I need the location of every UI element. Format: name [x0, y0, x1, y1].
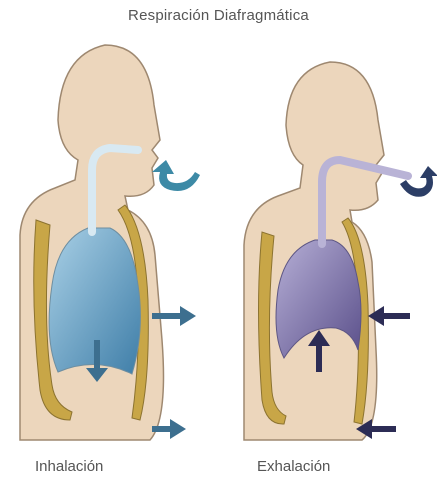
exhalation-air-arrow-icon	[400, 166, 437, 197]
inhalation-figure	[20, 45, 200, 440]
inhalation-air-arrow-icon	[152, 160, 200, 191]
exhalation-caption: Exhalación	[257, 458, 330, 475]
inhalation-caption: Inhalación	[35, 458, 103, 475]
exhalation-figure	[244, 62, 437, 440]
